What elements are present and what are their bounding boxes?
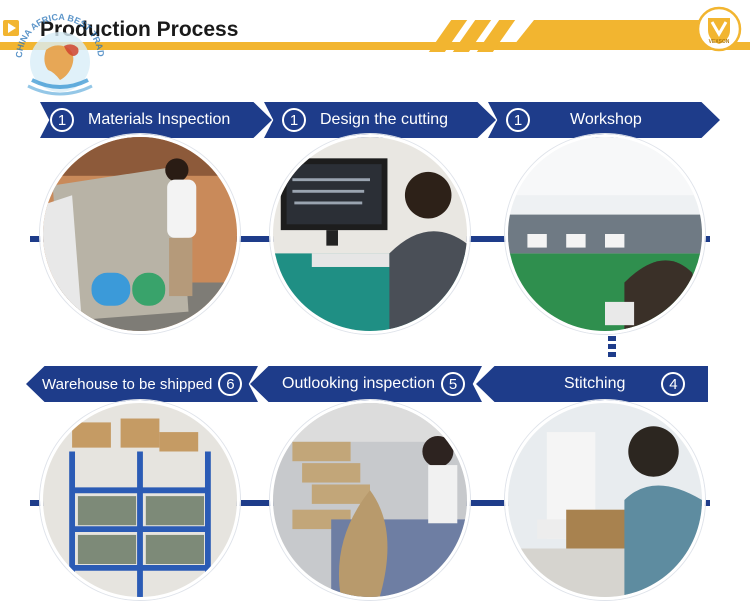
step-label: Stitching <box>564 375 626 392</box>
photo-outlooking-inspection <box>270 400 470 600</box>
header-divider <box>0 42 750 50</box>
step-number: 1 <box>50 108 74 132</box>
page-title: Production Process <box>40 18 239 41</box>
step-number: 6 <box>218 372 243 396</box>
step-number: 1 <box>506 108 530 132</box>
step-banner-design-cutting: 1 Design the cutting <box>264 102 496 138</box>
step-label: Design the cutting <box>320 111 449 128</box>
photo-warehouse <box>40 400 240 600</box>
step-banner-stitching: Stitching 4 <box>476 366 708 402</box>
play-icon <box>3 20 19 36</box>
step-number: 5 <box>440 372 465 396</box>
step-banner-materials-inspection: 1 Materials Inspection <box>40 102 272 138</box>
step-label: Workshop <box>570 111 642 128</box>
step-number: 4 <box>661 372 686 396</box>
step-number: 1 <box>282 108 306 132</box>
step-label: Materials Inspection <box>88 111 231 128</box>
photo-materials-inspection <box>40 134 240 334</box>
header-accent-block <box>510 20 710 50</box>
step-label: Outlooking inspection <box>282 375 435 392</box>
brand-logo: VEXSON <box>696 6 742 52</box>
step-banner-warehouse: Warehouse to be shipped 6 <box>26 366 258 402</box>
photo-workshop <box>505 134 705 334</box>
platform-watermark-logo: CHINA AFRICA BEST TRADING PLATFORM <box>8 6 106 96</box>
brand-logo-text: VEXSON <box>709 39 730 45</box>
step-label: Warehouse to be shipped <box>42 375 213 393</box>
step-banner-workshop: 1 Workshop <box>488 102 720 138</box>
photo-stitching <box>505 400 705 600</box>
photo-design-cutting <box>270 134 470 334</box>
step-banner-outlooking-inspection: Outlooking inspection 5 <box>250 366 482 402</box>
